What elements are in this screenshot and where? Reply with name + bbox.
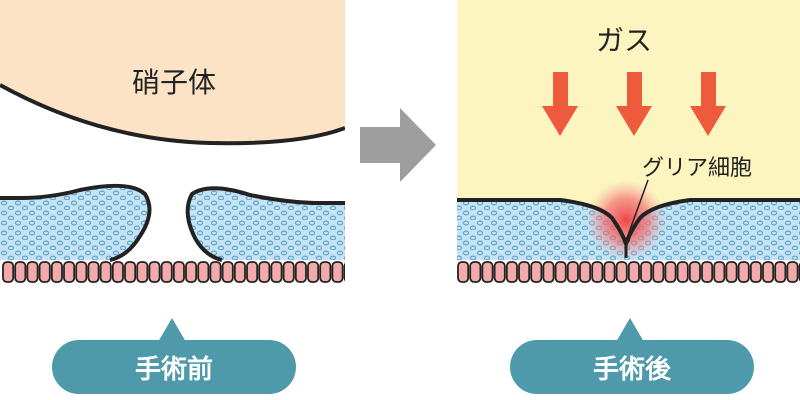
down-arrow-icon — [542, 72, 578, 136]
retina-closed-texture — [457, 200, 800, 260]
rpe-cell — [762, 261, 775, 283]
rpe-cell — [148, 261, 161, 283]
rpe-cell — [172, 261, 185, 283]
down-arrow-icon — [616, 72, 652, 136]
rpe-cell — [307, 261, 320, 283]
rpe-cell — [749, 261, 762, 283]
before-panel: 硝子体 — [0, 0, 345, 283]
rpe-cell — [160, 261, 173, 283]
caption-after-pill — [510, 340, 754, 394]
rpe-cell — [640, 261, 653, 283]
rpe-cell-row-before — [2, 261, 345, 283]
rpe-cell — [331, 261, 344, 283]
vitreous-body — [0, 0, 345, 144]
rpe-cell — [713, 261, 726, 283]
rpe-cell — [319, 261, 332, 283]
rpe-cell — [591, 261, 604, 283]
vitreous-outline — [0, 83, 345, 146]
retina-right-outline — [185, 186, 345, 262]
rpe-cell — [38, 261, 51, 283]
rpe-cell — [111, 261, 124, 283]
down-arrow-icon — [690, 72, 726, 136]
after-panel: ガス グリア細胞 — [457, 0, 800, 283]
glial-cells-label: グリア細胞 — [642, 156, 752, 181]
caption-before-pill — [52, 340, 296, 394]
rpe-cell — [99, 261, 112, 283]
rpe-cell — [481, 261, 494, 283]
retina-left-outline — [0, 183, 152, 262]
rpe-cell — [457, 261, 470, 283]
rpe-cell — [282, 261, 295, 283]
rpe-cell — [14, 261, 27, 283]
glial-cells — [586, 180, 666, 260]
rpe-cell — [554, 261, 567, 283]
rpe-cell — [664, 261, 677, 283]
rpe-cell — [294, 261, 307, 283]
rpe-cell — [233, 261, 246, 283]
rpe-cell — [701, 261, 714, 283]
retina-left-texture — [0, 185, 150, 260]
rpe-cell — [774, 261, 787, 283]
rpe-cell — [603, 261, 616, 283]
rpe-cell-row-after — [457, 261, 800, 283]
rpe-cell — [185, 261, 198, 283]
rpe-cell — [136, 261, 149, 283]
rpe-cell — [258, 261, 271, 283]
rpe-cell — [505, 261, 518, 283]
caption-before-text: 手術前 — [135, 354, 213, 385]
rpe-cell — [688, 261, 701, 283]
rpe-cell — [124, 261, 137, 283]
rpe-cell — [542, 261, 555, 283]
rpe-cell — [87, 261, 100, 283]
rpe-cell — [518, 261, 531, 283]
rpe-cell — [737, 261, 750, 283]
right-arrow-icon — [360, 108, 436, 182]
rpe-cell — [493, 261, 506, 283]
vitreous-label: 硝子体 — [132, 66, 216, 99]
rpe-cell — [530, 261, 543, 283]
up-triangle-icon — [616, 318, 644, 342]
caption-after-text: 手術後 — [593, 354, 672, 385]
rpe-cell — [469, 261, 482, 283]
rpe-cell — [63, 261, 76, 283]
rpe-cell — [246, 261, 259, 283]
rpe-cell — [652, 261, 665, 283]
rpe-cell — [786, 261, 799, 283]
caption-before: 手術前 — [52, 318, 296, 394]
rpe-cell — [270, 261, 283, 283]
rpe-cell — [725, 261, 738, 283]
rpe-cell — [2, 261, 15, 283]
up-triangle-icon — [158, 318, 186, 342]
gas-label: ガス — [596, 24, 652, 57]
rpe-cell — [221, 261, 234, 283]
rpe-cell — [627, 261, 640, 283]
rpe-cell — [579, 261, 592, 283]
rpe-cell — [197, 261, 210, 283]
rpe-cell — [615, 261, 628, 283]
rpe-cell — [75, 261, 88, 283]
rpe-cell — [209, 261, 222, 283]
retina-right-texture — [187, 188, 345, 260]
rpe-cell — [343, 262, 345, 282]
rpe-cell — [26, 261, 39, 283]
rpe-cell — [50, 261, 63, 283]
rpe-cell — [676, 261, 689, 283]
caption-after: 手術後 — [510, 318, 754, 394]
glial-leader-line — [626, 179, 649, 239]
glial-leader-dot — [624, 237, 630, 243]
rpe-cell — [566, 261, 579, 283]
